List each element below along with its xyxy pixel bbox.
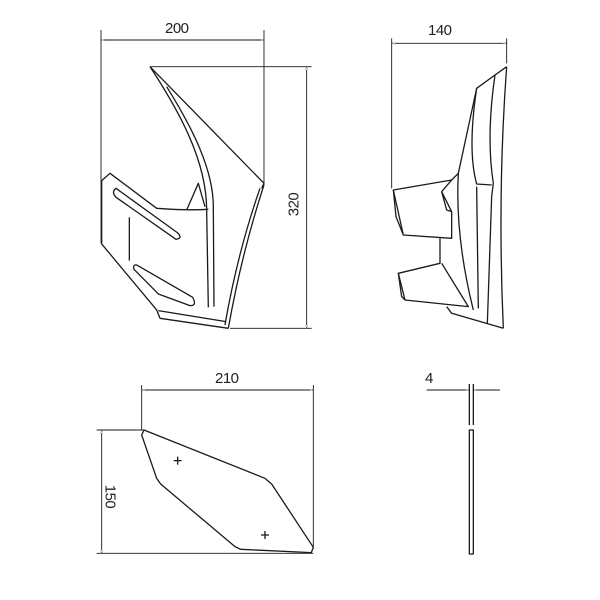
dim-210-label: 210 <box>215 370 239 387</box>
side-view <box>392 38 507 328</box>
plate-view <box>97 385 314 553</box>
dim-140-label: 140 <box>428 22 452 39</box>
plate-edge-top <box>469 384 473 425</box>
plate-edge <box>469 430 473 554</box>
plate-outline <box>142 430 314 553</box>
dim-200-label: 200 <box>165 20 189 37</box>
dim-4-label: 4 <box>425 370 433 387</box>
front-view <box>101 30 312 328</box>
mounting-hole-2 <box>261 531 269 539</box>
mounting-hole-1 <box>174 457 182 465</box>
side-part-outline <box>393 67 506 329</box>
front-part-outline <box>102 67 264 329</box>
thickness-view <box>427 384 500 554</box>
dim-150-label: 150 <box>101 484 119 509</box>
dim-320-label: 320 <box>285 192 303 217</box>
